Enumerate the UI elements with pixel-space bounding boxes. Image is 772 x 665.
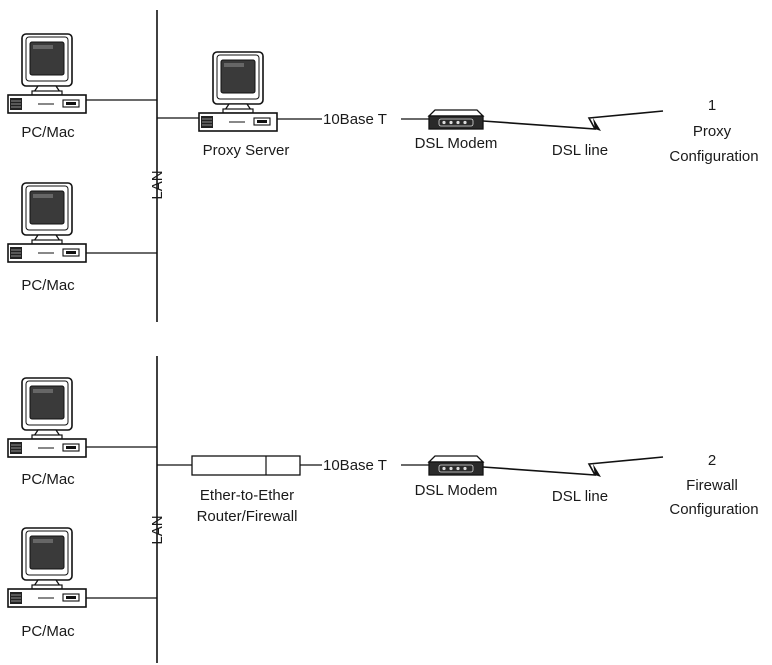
lan-label: LAN (149, 515, 166, 544)
link-label: 10Base T (323, 457, 387, 474)
config-number: 1 (708, 97, 716, 114)
pc-label: PC/Mac (21, 471, 75, 488)
dsl-modem-icon (428, 455, 484, 476)
pc-mac-computer: PC/Mac (7, 377, 157, 488)
lightning-bolt-icon (482, 110, 664, 132)
dsl-modem-icon (428, 109, 484, 130)
desktop-computer-icon (198, 51, 278, 132)
router-firewall: Ether-to-Ether Router/Firewall (157, 455, 301, 525)
pc-label: PC/Mac (21, 277, 75, 294)
desktop-computer-icon (7, 182, 87, 263)
pc-mac-computer: PC/Mac (7, 33, 157, 141)
proxy-server: Proxy Server (157, 51, 290, 159)
router-label: Ether-to-Ether (200, 487, 294, 504)
proxy-server-label: Proxy Server (203, 142, 290, 159)
pc-label: PC/Mac (21, 124, 75, 141)
dsl-line-label: DSL line (552, 142, 608, 159)
router-firewall-icon (191, 455, 301, 476)
router-label: Router/Firewall (197, 508, 298, 525)
dsl-modem-label: DSL Modem (415, 482, 498, 499)
firewall-configuration: LAN PC/Mac PC/Mac Ether-to-Ether Router/… (7, 356, 759, 663)
lan-label: LAN (149, 170, 166, 199)
pc-label: PC/Mac (21, 623, 75, 640)
proxy-configuration: LAN PC/Mac PC/Mac Proxy Server 10Base T … (7, 10, 759, 322)
pc-mac-computer: PC/Mac (7, 527, 157, 640)
dsl-line-label: DSL line (552, 488, 608, 505)
dsl-modem-label: DSL Modem (415, 135, 498, 152)
lightning-bolt-icon (482, 456, 664, 478)
config-title: Configuration (669, 148, 758, 165)
desktop-computer-icon (7, 377, 87, 458)
pc-mac-computer: PC/Mac (7, 182, 157, 294)
desktop-computer-icon (7, 33, 87, 114)
config-number: 2 (708, 452, 716, 469)
link-label: 10Base T (323, 111, 387, 128)
config-title: Firewall (686, 477, 738, 494)
config-title: Proxy (693, 123, 732, 140)
desktop-computer-icon (7, 527, 87, 608)
config-title: Configuration (669, 501, 758, 518)
